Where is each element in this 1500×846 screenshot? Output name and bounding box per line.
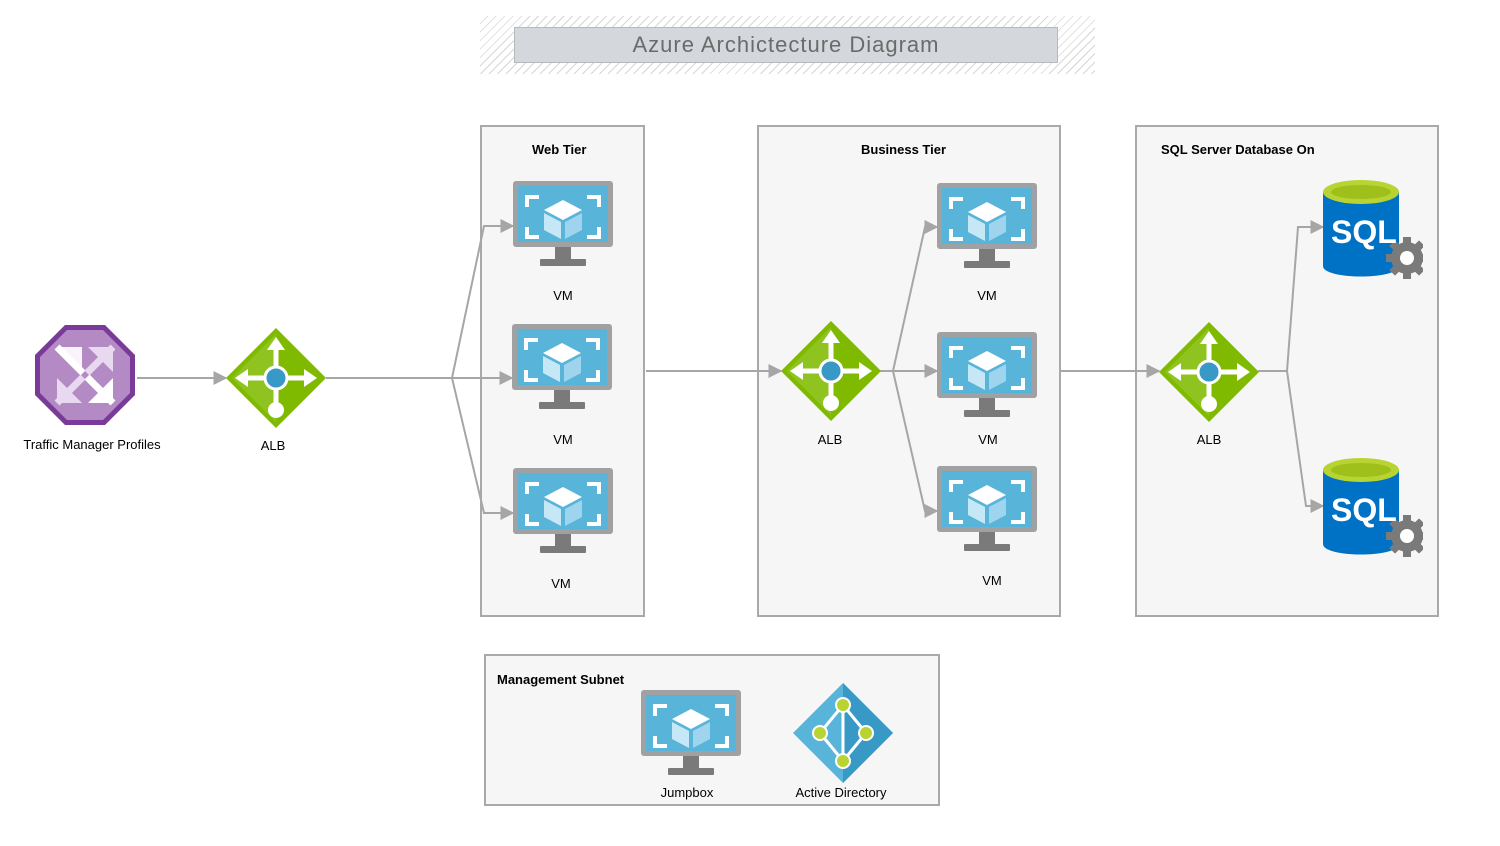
connector-to-web-vm-1 bbox=[451, 219, 515, 379]
load-balancer-icon[interactable] bbox=[781, 321, 881, 421]
connector-to-sql-1 bbox=[1286, 220, 1325, 372]
sql-database-2[interactable]: SQL bbox=[1323, 458, 1423, 558]
connector-to-biz-vm-3 bbox=[892, 370, 939, 518]
active-directory-label: Active Directory bbox=[795, 785, 887, 800]
traffic-manager-label: Traffic Manager Profiles bbox=[23, 437, 161, 452]
web-vm-3-label: VM bbox=[551, 576, 571, 591]
web-vm-1-label: VM bbox=[553, 288, 573, 303]
virtual-machine-icon[interactable] bbox=[512, 324, 612, 416]
alb-business-label: ALB bbox=[817, 432, 843, 447]
virtual-machine-icon[interactable] bbox=[513, 181, 613, 273]
management-subnet-label: Management Subnet bbox=[497, 672, 625, 687]
active-directory-icon[interactable] bbox=[793, 683, 893, 783]
virtual-machine-icon[interactable] bbox=[937, 466, 1037, 558]
load-balancer-icon[interactable] bbox=[1159, 322, 1259, 422]
biz-vm-1-label: VM bbox=[977, 288, 997, 303]
business-tier-label: Business Tier bbox=[861, 142, 947, 157]
title-frame: Azure Archictecture Diagram bbox=[480, 16, 1095, 74]
sql-database-1[interactable]: SQL bbox=[1323, 180, 1423, 280]
sql-1-text: SQL bbox=[1331, 214, 1397, 250]
connector-to-biz-vm-1 bbox=[892, 220, 939, 372]
web-vm-2-label: VM bbox=[553, 432, 573, 447]
biz-vm-3-label: VM bbox=[982, 573, 1002, 588]
sql-tier-label: SQL Server Database On bbox=[1161, 142, 1315, 157]
diagram-title: Azure Archictecture Diagram bbox=[514, 27, 1058, 63]
alb-front-label: ALB bbox=[260, 438, 286, 453]
load-balancer-icon[interactable] bbox=[226, 328, 326, 428]
connector-to-web-vm-3 bbox=[451, 377, 515, 520]
jumpbox-label: Jumpbox bbox=[660, 785, 714, 800]
traffic-manager-icon[interactable] bbox=[35, 325, 135, 425]
virtual-machine-icon[interactable] bbox=[513, 468, 613, 560]
alb-sql-label: ALB bbox=[1196, 432, 1222, 447]
connector-to-sql-2 bbox=[1286, 370, 1325, 513]
sql-2-text: SQL bbox=[1331, 492, 1397, 528]
web-tier-label: Web Tier bbox=[532, 142, 587, 157]
biz-vm-2-label: VM bbox=[978, 432, 998, 447]
virtual-machine-icon[interactable] bbox=[937, 332, 1037, 424]
virtual-machine-icon[interactable] bbox=[641, 690, 741, 782]
virtual-machine-icon[interactable] bbox=[937, 183, 1037, 275]
